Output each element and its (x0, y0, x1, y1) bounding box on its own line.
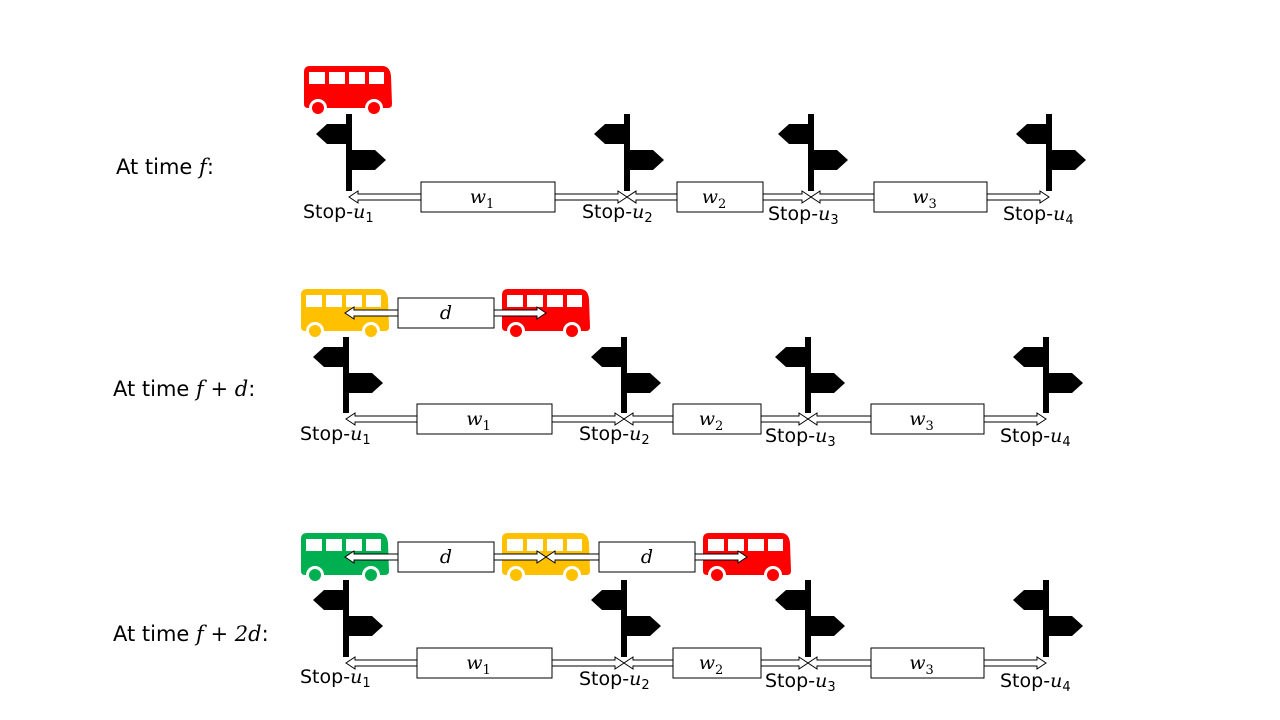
stop-label-u3: Stop-u3 (768, 203, 839, 228)
segment-arrow-w3: w3 (807, 403, 1047, 435)
signpost-icon (1013, 337, 1083, 413)
stop-label-u2: Stop-u2 (582, 201, 653, 226)
svg-text:d: d (440, 302, 452, 324)
svg-text:d: d (641, 546, 653, 568)
row-label-time-f-plus-2d: At time f + 2d: (113, 622, 269, 646)
bus-icon-green (301, 533, 389, 584)
bus-icon-red (703, 533, 791, 584)
bus-icon-red (304, 66, 392, 117)
stop-label-u3: Stop-u3 (765, 425, 836, 450)
segment-arrow-w1: w1 (345, 647, 625, 679)
signpost-icon (316, 114, 386, 191)
segment-arrow-w3: w3 (810, 181, 1050, 213)
stop-label-u1: Stop-u1 (300, 423, 371, 448)
svg-text:d: d (440, 546, 452, 568)
signpost-icon (313, 580, 383, 657)
row-label-time-f-plus-d: At time f + d: (113, 377, 256, 401)
row-label-time-f: At time f: (116, 155, 214, 179)
stop-label-u1: Stop-u1 (303, 201, 374, 226)
signpost-icon (591, 580, 661, 657)
signpost-icon (778, 114, 848, 191)
bus-icon-red (502, 289, 590, 340)
signpost-icon (1016, 114, 1086, 191)
segment-arrow-w1: w1 (345, 403, 625, 435)
bus-icon-yellow (301, 289, 389, 340)
signpost-icon (775, 337, 845, 413)
stop-label-u1: Stop-u1 (300, 666, 371, 691)
stop-label-u2: Stop-u2 (579, 423, 650, 448)
stop-label-u4: Stop-u4 (1003, 203, 1074, 228)
signpost-icon (313, 337, 383, 413)
segment-arrow-w2: w2 (626, 181, 812, 213)
stop-label-u2: Stop-u2 (579, 668, 650, 693)
signpost-icon (591, 337, 661, 413)
segment-arrow-w2: w2 (623, 403, 809, 435)
segment-arrow-w3: w3 (807, 647, 1047, 679)
stop-label-u4: Stop-u4 (1000, 425, 1071, 450)
segment-arrow-w1: w1 (348, 181, 628, 213)
headway-arrow-d: d (344, 297, 547, 329)
signpost-icon (1013, 580, 1083, 657)
segment-arrow-w2: w2 (623, 647, 809, 679)
headway-arrow-d: d (545, 541, 748, 573)
signpost-icon (775, 580, 845, 657)
headway-arrow-d: d (344, 541, 547, 573)
bus-icon-yellow (502, 533, 590, 584)
stop-label-u3: Stop-u3 (765, 670, 836, 695)
stop-label-u4: Stop-u4 (1000, 670, 1071, 695)
signpost-icon (594, 114, 664, 191)
